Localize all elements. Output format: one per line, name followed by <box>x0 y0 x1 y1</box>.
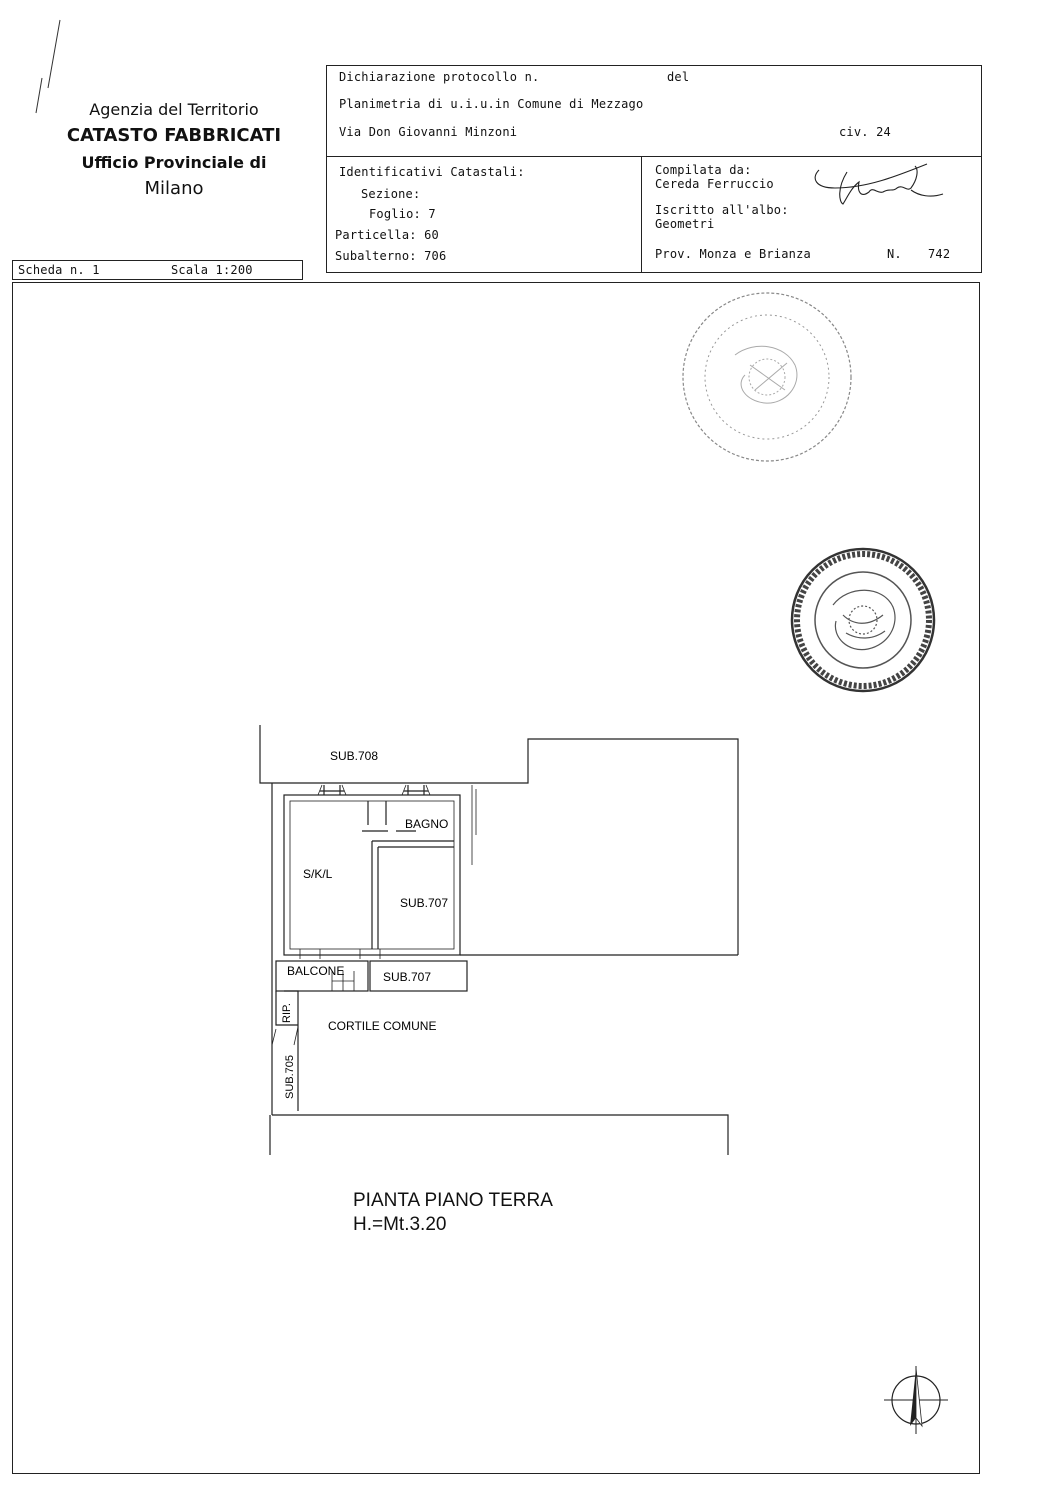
address-text: Via Don Giovanni Minzoni <box>339 125 518 139</box>
label-bagno: BAGNO <box>405 817 448 831</box>
label-skl: S/K/L <box>303 867 333 881</box>
apartment-outer <box>283 794 461 956</box>
subalterno-field: Subalterno: 706 <box>335 249 447 263</box>
office-city: Milano <box>144 178 204 199</box>
north-arrow-icon <box>884 1366 948 1434</box>
n-value: 742 <box>928 247 951 261</box>
scala-text: Scala 1:200 <box>171 263 253 277</box>
declaration-divider <box>327 156 981 157</box>
compiler-title: Compilata da: <box>655 163 752 177</box>
office-agency: Agenzia del Territorio <box>89 100 259 119</box>
floor-plan: SUB.708 BAGNO S/K/L SUB.707 BALCONE SUB.… <box>259 725 739 1155</box>
signature <box>814 163 944 205</box>
stamp-bottom <box>790 547 936 693</box>
label-sub707-b: SUB.707 <box>383 970 431 984</box>
sub707-lower-outline <box>369 960 468 992</box>
pen-mark <box>35 19 61 114</box>
office-ufficio: Ufficio Provinciale di <box>81 153 267 172</box>
foglio-field: Foglio: 7 <box>369 207 436 221</box>
planimetry-text: Planimetria di u.i.u.in Comune di Mezzag… <box>339 97 644 111</box>
courtyard-bottom <box>272 1114 729 1155</box>
label-balcone: BALCONE <box>287 964 344 978</box>
label-sub708: SUB.708 <box>330 749 378 763</box>
label-sub707-a: SUB.707 <box>400 896 448 910</box>
boundary-left <box>259 725 272 784</box>
del-label: del <box>667 70 690 84</box>
office-block: Agenzia del Territorio CATASTO FABBRICAT… <box>40 98 308 208</box>
balcone-outline <box>275 960 369 992</box>
albo-label: Iscritto all'albo: <box>655 203 789 217</box>
label-rip: RIP. <box>281 1003 293 1023</box>
n-label: N. <box>887 247 902 261</box>
scheda-text: Scheda n. 1 <box>18 263 100 277</box>
identifiers-divider <box>641 156 642 272</box>
label-cortile: CORTILE COMUNE <box>328 1019 436 1033</box>
declaration-box: Dichiarazione protocollo n. del Planimet… <box>326 65 982 273</box>
stamp-top <box>682 292 852 462</box>
caption-height: H.=Mt.3.20 <box>353 1214 447 1235</box>
civ-text: civ. 24 <box>839 125 891 139</box>
protocol-label: Dichiarazione protocollo n. <box>339 70 540 84</box>
caption-title: PIANTA PIANO TERRA <box>353 1190 553 1211</box>
particella-field: Particella: 60 <box>335 228 439 242</box>
identifiers-title: Identificativi Catastali: <box>339 165 525 179</box>
province-text: Prov. Monza e Brianza <box>655 247 811 261</box>
sheet-box: Scheda n. 1 Scala 1:200 <box>12 260 303 280</box>
compiler-name: Cereda Ferruccio <box>655 177 774 191</box>
plan-caption: PIANTA PIANO TERRA H.=Mt.3.20 <box>353 1190 553 1236</box>
label-sub705: SUB.705 <box>284 1055 296 1099</box>
sub708-outline <box>272 738 739 955</box>
drawing-frame <box>12 282 980 1474</box>
sezione-field: Sezione: <box>361 187 421 201</box>
office-catasto: CATASTO FABBRICATI <box>66 125 282 146</box>
profession-text: Geometri <box>655 217 715 231</box>
